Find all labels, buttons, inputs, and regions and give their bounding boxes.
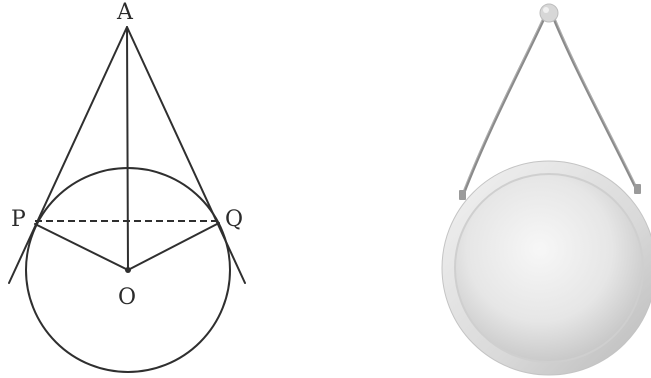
label-a: A (116, 0, 134, 25)
strap-buckle-right (634, 184, 641, 194)
tangent-line-left (8, 26, 128, 284)
hanging-strap-right (550, 13, 639, 191)
radius-op (34, 223, 129, 271)
wall-knob-icon (539, 3, 559, 23)
round-mirror-with-hanging-strap-icon (441, 3, 651, 376)
tangent-diagram: A P Q O (8, 0, 246, 373)
segment-ao (126, 26, 129, 271)
mirror-glass (454, 173, 644, 363)
label-p: P (11, 207, 26, 232)
center-dot (125, 267, 131, 273)
strap-buckle-left (459, 190, 466, 200)
tangent-line-right (126, 26, 246, 284)
label-o: O (118, 285, 136, 310)
radius-oq (127, 222, 220, 271)
hanging-strap (461, 13, 548, 196)
label-q: Q (225, 207, 243, 232)
